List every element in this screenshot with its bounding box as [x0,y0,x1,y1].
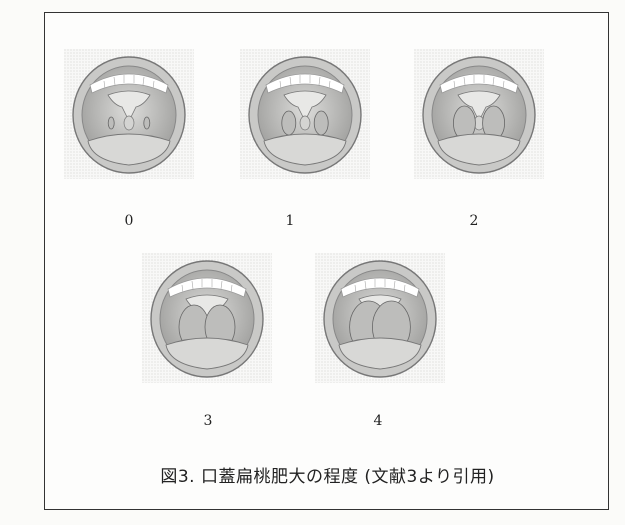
grade-label-2: 2 [454,213,494,229]
mouth-illustration-grade-3 [142,253,272,383]
mouth-illustration-grade-4 [315,253,445,383]
mouth-illustration-grade-1 [240,49,370,179]
uvula [300,116,310,130]
grade-label-4: 4 [358,413,398,429]
mouth-svg [315,253,445,383]
grade-label-0: 0 [109,213,149,229]
mouth-svg [142,253,272,383]
left-tonsil [108,117,114,129]
right-tonsil [314,111,328,135]
mouth-svg [240,49,370,179]
figure-caption: 図3. 口蓋扁桃肥大の程度 (文献3より引用) [45,462,610,487]
mouth-svg [414,49,544,179]
figure-frame: 0 1 [44,12,609,510]
uvula [124,116,134,130]
grade-label-3: 3 [188,413,228,429]
right-tonsil [144,117,150,129]
mouth-svg [64,49,194,179]
grade-label-1: 1 [270,213,310,229]
mouth-illustration-grade-2 [414,49,544,179]
mouth-illustration-grade-0 [64,49,194,179]
left-tonsil [282,111,296,135]
